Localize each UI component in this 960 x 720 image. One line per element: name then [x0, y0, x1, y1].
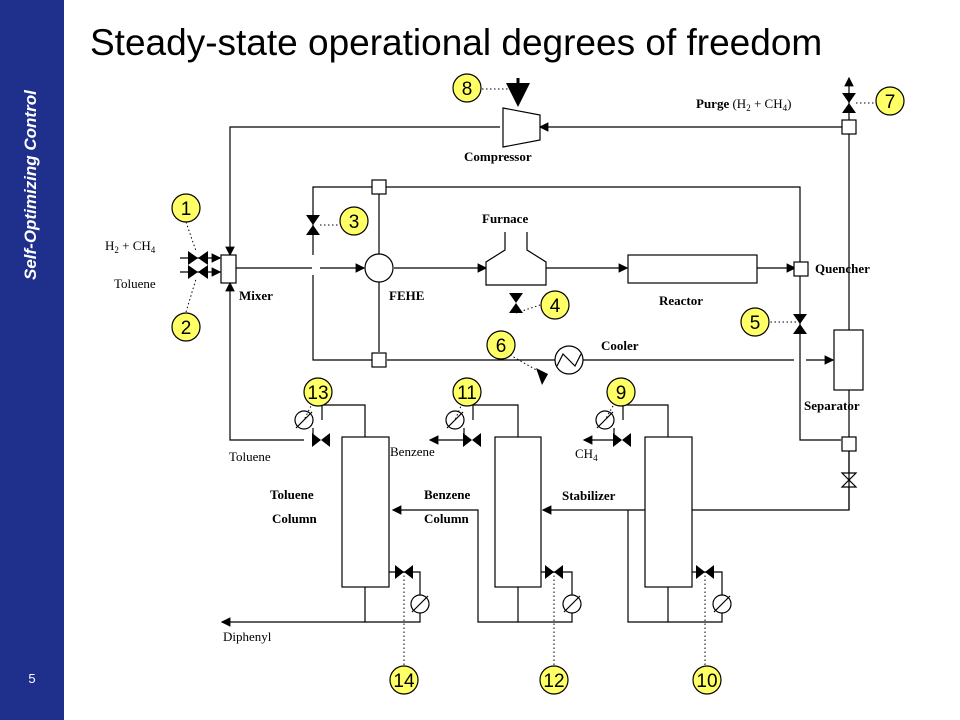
valve-purge[interactable] [842, 93, 856, 113]
toluene-column [341, 436, 390, 588]
mixer-label: Mixer [239, 288, 273, 303]
dof-marker-10 [692, 665, 722, 695]
valve-toluene-reflux[interactable] [312, 433, 330, 447]
dof-marker-13 [303, 377, 333, 407]
signal-line-4 [515, 304, 541, 314]
dof-marker-3 [339, 206, 369, 236]
toluene-recycle-line [225, 281, 304, 441]
dof-marker-label-10: 10 [696, 671, 717, 692]
dof-marker-6 [486, 330, 516, 360]
dof-marker-label-12: 12 [543, 671, 564, 692]
valve-cooler[interactable] [536, 368, 548, 385]
benzene-condenser [428, 404, 519, 445]
reactor-label: Reactor [659, 293, 703, 308]
valve-gas-feed[interactable] [188, 251, 208, 265]
dof-marker-9 [606, 377, 636, 407]
valve-quench[interactable] [793, 314, 807, 334]
recycle-line-to-mixer [225, 126, 500, 257]
slide-title: Steady-state operational degrees of free… [90, 22, 823, 63]
diphenyl-label: Diphenyl [223, 629, 272, 644]
dof-marker-label-5: 5 [750, 313, 761, 334]
dof-marker-8 [452, 73, 482, 103]
quencher-label: Quencher [815, 261, 870, 276]
dof-marker-12 [539, 665, 569, 695]
dof-marker-label-4: 4 [550, 296, 561, 317]
signal-line-6 [509, 354, 541, 373]
ch4-product-label: CH4 [575, 446, 598, 463]
stabilizer-label: Stabilizer [562, 488, 616, 503]
fehe-label: FEHE [389, 288, 424, 303]
quench-recycle-line [799, 350, 841, 441]
mixer [220, 254, 237, 284]
toluene-column-label-1: Toluene [270, 487, 314, 502]
dof-marker-label-3: 3 [349, 212, 360, 233]
separator-label: Separator [804, 398, 860, 413]
furnace-label: Furnace [482, 211, 528, 226]
purge-node [841, 119, 857, 135]
dof-marker-7 [875, 86, 905, 116]
dof-marker-label-11: 11 [457, 383, 477, 404]
stabilizer-column [644, 436, 693, 588]
page-number: 5 [28, 671, 36, 686]
compressor-label: Compressor [464, 149, 532, 164]
stabilizer-reboiler [627, 510, 732, 623]
stabilizer-condenser [582, 404, 669, 445]
signal-lines-reboilers [403, 572, 706, 665]
valve-furnace-fuel[interactable] [509, 293, 523, 313]
fehe-bypass-bottom [312, 275, 372, 361]
fehe-top-node [371, 179, 387, 195]
fehe-exchanger [364, 253, 394, 283]
valves [188, 93, 856, 579]
valve-stabilizer-reflux[interactable] [613, 433, 631, 447]
dof-marker-5 [740, 307, 770, 337]
valve-toluene-feed[interactable] [188, 265, 208, 279]
dof-marker-label-9: 9 [616, 383, 627, 404]
toluene-feed-label: Toluene [114, 276, 156, 291]
reactor [627, 254, 758, 284]
signal-lines-feed [185, 221, 197, 313]
benzene-column-label-1: Benzene [424, 487, 470, 502]
dof-marker-label-2: 2 [181, 318, 192, 339]
valve-fehe-bypass[interactable] [306, 215, 320, 235]
dof-marker-2 [171, 312, 201, 342]
benzene-column-label-2: Column [424, 511, 470, 526]
separator [833, 329, 864, 391]
valve-benzene-reflux[interactable] [463, 433, 481, 447]
toluene-column-label-2: Column [272, 511, 318, 526]
dof-marker-label-8: 8 [462, 79, 473, 100]
quencher [793, 261, 809, 277]
toluene-product-label: Toluene [229, 449, 271, 464]
toluene-reboiler [220, 571, 430, 627]
benzene-product-label: Benzene [390, 444, 435, 459]
benzene-column [494, 436, 542, 588]
benzene-bottoms-to-toluene-col [391, 505, 479, 590]
sidebar: Self-Optimizing Control 5 [0, 0, 64, 720]
dof-marker-1 [171, 193, 201, 223]
furnace [485, 232, 547, 286]
dof-marker-label-6: 6 [496, 336, 507, 357]
fehe-bypass-top [312, 186, 801, 262]
gas-feed-label: H2 + CH4 [105, 238, 156, 255]
cooler-coil-icon [556, 352, 582, 368]
dof-marker-14 [389, 665, 419, 695]
dof-marker-label-14: 14 [393, 671, 415, 692]
dof-marker-label-13: 13 [307, 383, 328, 404]
cooler-label: Cooler [601, 338, 639, 353]
compressor [502, 107, 541, 148]
dof-marker-4 [540, 290, 570, 320]
dof-marker-label-7: 7 [885, 92, 896, 113]
purge-label: Purge (H2 + CH4) [696, 96, 791, 113]
fehe-bottom-node [371, 352, 387, 368]
dof-marker-label-1: 1 [181, 199, 192, 220]
dof-marker-11 [452, 377, 482, 407]
separator-bottom-node [841, 436, 857, 452]
